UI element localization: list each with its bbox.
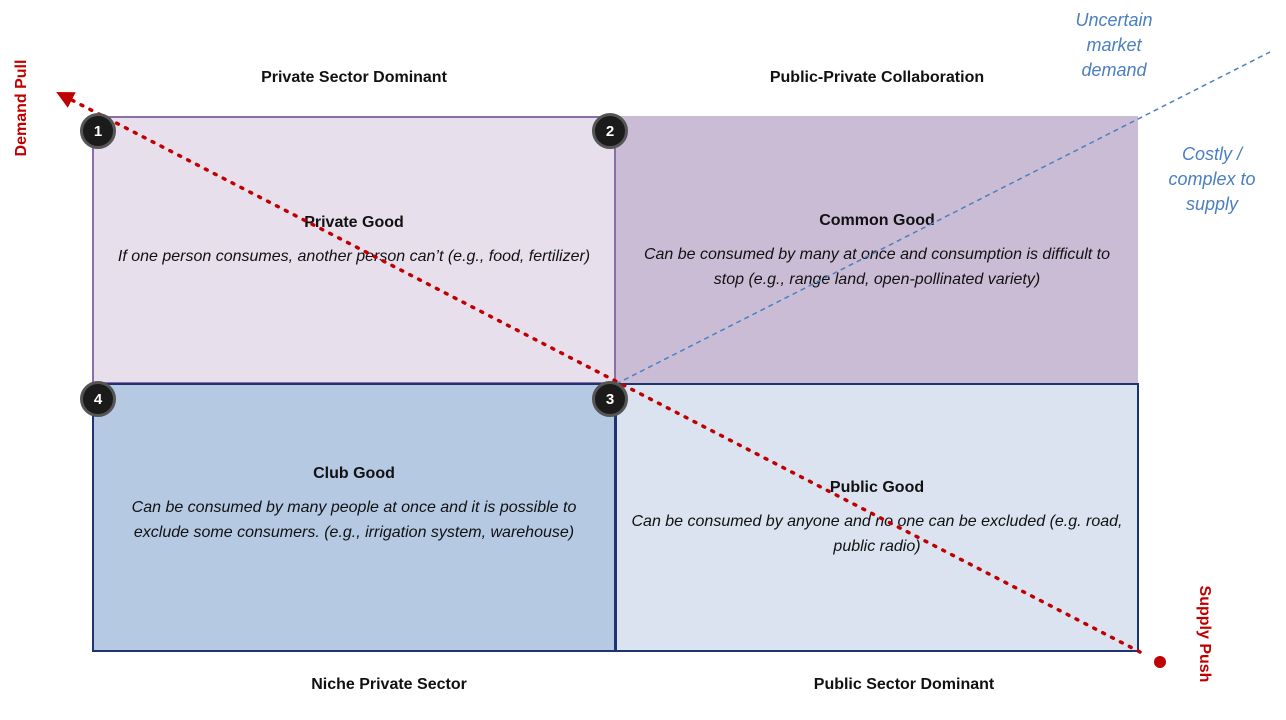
common-good-title: Common Good: [819, 212, 935, 229]
heading-public-private-collaboration: Public-Private Collaboration: [769, 69, 985, 86]
uncertain-note-line-2: market: [1086, 35, 1142, 55]
quadrant-private-good: Private Good If one person consumes, ano…: [92, 116, 616, 384]
quadrant-club-good: Club Good Can be consumed by many people…: [92, 383, 616, 652]
costly-to-supply-note: Costly / complex to supply: [1150, 142, 1274, 217]
supply-push-end-dot: [1154, 656, 1166, 668]
private-good-description: If one person consumes, another person c…: [117, 248, 591, 265]
private-good-title: Private Good: [304, 214, 404, 231]
badge-1: 1: [80, 113, 116, 149]
uncertainty-dashed-line: [615, 51, 1271, 385]
heading-private-sector-dominant: Private Sector Dominant: [261, 69, 447, 86]
costly-note-line-3: supply: [1185, 194, 1239, 214]
public-good-title: Public Good: [829, 479, 925, 496]
uncertain-note-line-3: demand: [1081, 60, 1147, 80]
demand-pull-label: Demand Pull: [13, 59, 30, 157]
badge-2: 2: [592, 113, 628, 149]
uncertain-market-demand-note: Uncertain market demand: [1052, 8, 1176, 83]
supply-push-label: Supply Push: [1196, 585, 1213, 683]
uncertain-note-line-1: Uncertain: [1075, 10, 1153, 30]
demand-supply-diagonal-line: [56, 91, 1142, 654]
common-good-description: Can be consumed by many at once and cons…: [643, 246, 1111, 288]
club-good-title: Club Good: [313, 465, 395, 482]
badge-4: 4: [80, 381, 116, 417]
public-good-description: Can be consumed by anyone and no one can…: [631, 513, 1123, 555]
heading-public-sector-dominant: Public Sector Dominant: [813, 676, 995, 693]
costly-note-line-2: complex to: [1168, 169, 1256, 189]
club-good-description: Can be consumed by many people at once a…: [131, 499, 577, 541]
heading-niche-private-sector: Niche Private Sector: [311, 676, 467, 693]
badge-3: 3: [592, 381, 628, 417]
costly-note-line-1: Costly /: [1181, 144, 1242, 164]
quadrant-common-good: Common Good Can be consumed by many at o…: [616, 116, 1138, 384]
